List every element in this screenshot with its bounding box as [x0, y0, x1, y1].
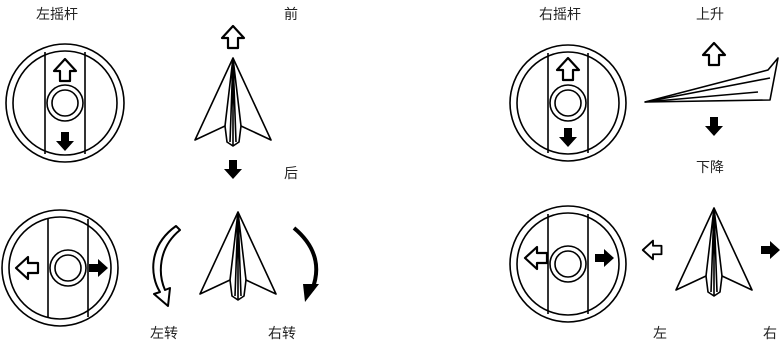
- right-arrow-solid-icon: [89, 259, 108, 277]
- up-arrow-outline-icon: [54, 59, 76, 81]
- strafe-right-label: 右: [763, 326, 777, 342]
- turn-right-label: 右转: [268, 326, 296, 342]
- down-arrow-solid-icon: [56, 132, 74, 151]
- turn-left-label: 左转: [150, 326, 178, 342]
- paper-plane-forward-icon: [195, 58, 271, 146]
- backward-label: 后: [284, 166, 298, 182]
- turn-right-curved-arrow-icon: [294, 228, 319, 302]
- descend-arrow-solid-icon: [705, 117, 723, 136]
- down-arrow-solid-icon: [559, 128, 577, 147]
- strafe-left-label: 左: [653, 326, 667, 342]
- ascend-label: 上升: [696, 7, 724, 23]
- paper-plane-strafe-icon: [676, 208, 752, 296]
- right-stick-strafe-panel: [510, 206, 780, 322]
- forward-label: 前: [284, 7, 298, 23]
- strafe-right-arrow-solid-icon: [761, 241, 780, 259]
- up-arrow-outline-icon: [557, 58, 579, 80]
- paper-plane-turn-icon: [200, 212, 276, 300]
- left-arrow-outline-icon: [525, 247, 547, 269]
- right-stick-altitude-panel: [510, 43, 778, 161]
- turn-left-curved-arrow-icon: [153, 226, 180, 306]
- backward-arrow-solid-icon: [224, 160, 242, 179]
- left-stick-turn-panel: [2, 210, 319, 326]
- left-stick-title: 左摇杆: [36, 7, 78, 23]
- forward-arrow-outline-icon: [222, 26, 244, 48]
- ascend-arrow-outline-icon: [703, 43, 725, 65]
- left-stick-forward-back-panel: [6, 26, 271, 179]
- right-stick-title: 右摇杆: [539, 7, 581, 23]
- right-arrow-solid-icon: [595, 249, 614, 267]
- descend-label: 下降: [696, 160, 724, 176]
- right-stick-horizontal-joystick: [510, 206, 626, 322]
- left-arrow-outline-icon: [16, 257, 38, 279]
- strafe-left-arrow-outline-icon: [643, 241, 662, 260]
